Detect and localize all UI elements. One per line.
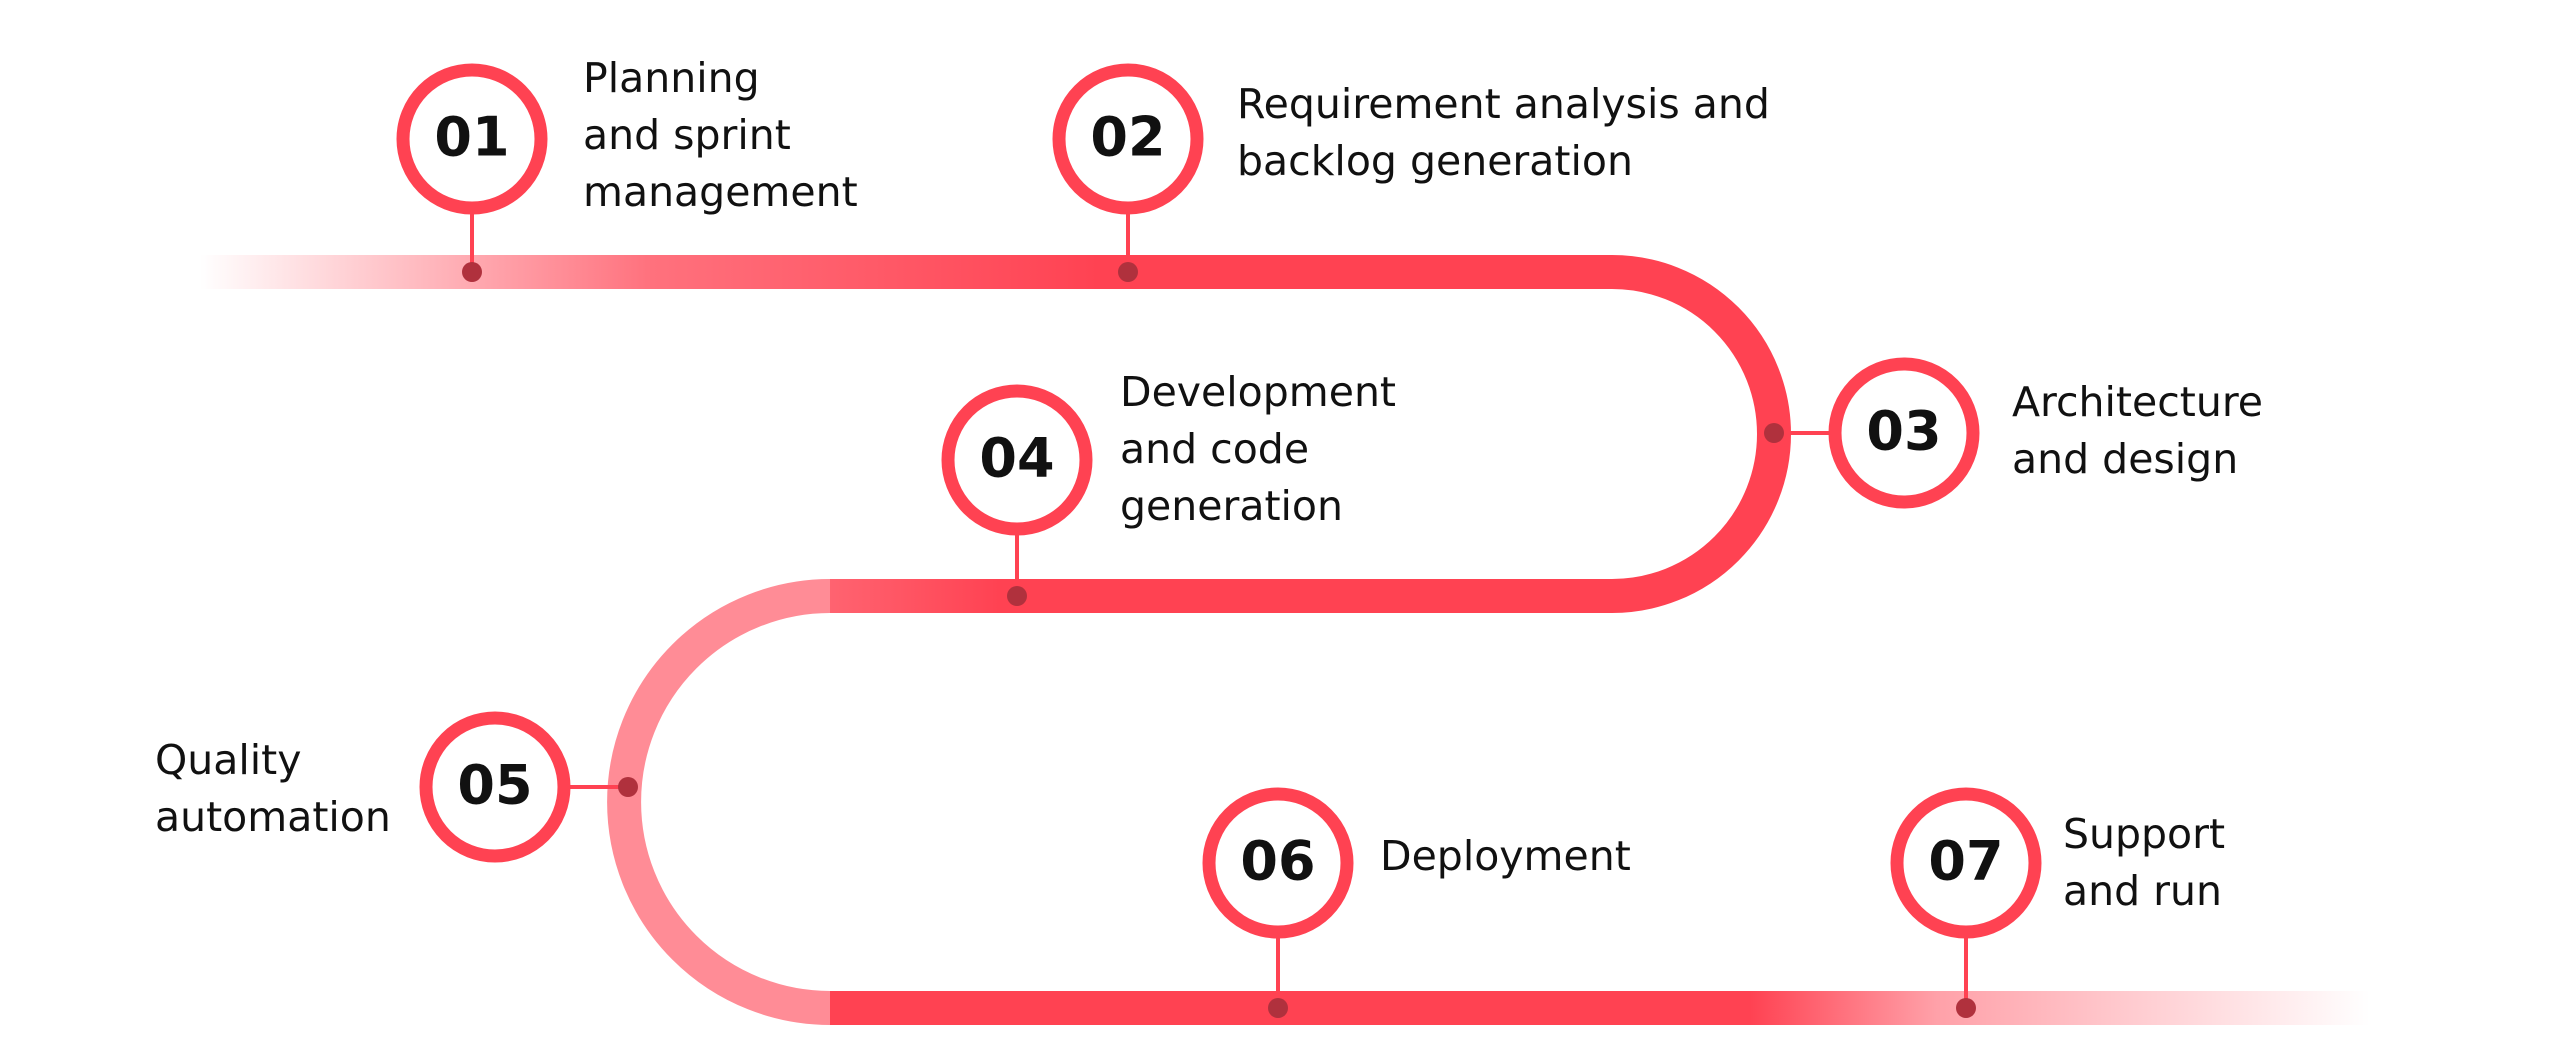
step-number: 02 <box>1090 106 1165 169</box>
step-label-line: Quality <box>155 736 302 784</box>
step-anchor-dot <box>1956 998 1976 1018</box>
step-ring <box>1828 357 1980 509</box>
step-label-01: Planning and sprint management <box>583 50 858 221</box>
step-label-line: automation <box>155 793 391 841</box>
step-label-line: Architecture <box>2012 378 2264 426</box>
step-ring <box>419 711 571 863</box>
step-label-03: Architecture and design <box>2012 374 2263 488</box>
step-label-line: Requirement analysis and <box>1237 80 1770 128</box>
step-number: 05 <box>457 754 532 817</box>
step-anchor-dot <box>1118 262 1138 282</box>
step-label-line: Development <box>1120 368 1397 416</box>
step-number: 07 <box>1928 830 2003 893</box>
step-label-06: Deployment <box>1380 828 1631 885</box>
step-label-line: and code <box>1120 425 1310 473</box>
step-label-line: and run <box>2063 867 2222 915</box>
step-marker-04: 04 <box>941 384 1093 606</box>
step-label-04: Development and code generation <box>1120 364 1396 535</box>
step-marker-03: 03 <box>1764 357 1980 509</box>
step-ring <box>396 63 548 215</box>
step-label-line: Planning <box>583 54 760 102</box>
step-anchor-dot <box>1764 423 1784 443</box>
step-label-line: generation <box>1120 482 1343 530</box>
road-segment-left-curve <box>607 579 831 1025</box>
step-label-line: management <box>583 168 858 216</box>
step-marker-01: 01 <box>396 63 548 282</box>
step-label-line: and sprint <box>583 111 791 159</box>
step-anchor-dot <box>462 262 482 282</box>
step-marker-05: 05 <box>419 711 638 863</box>
step-label-line: Support <box>2063 810 2226 858</box>
step-number: 06 <box>1240 830 1315 893</box>
step-ring <box>1052 63 1204 215</box>
step-anchor-dot <box>1007 586 1027 606</box>
step-number: 04 <box>979 427 1054 490</box>
step-label-line: and design <box>2012 435 2239 483</box>
step-ring <box>941 384 1093 536</box>
step-ring <box>1890 787 2042 939</box>
step-label-05: Quality automation <box>155 732 391 846</box>
step-label-line: Deployment <box>1380 832 1631 880</box>
step-label-07: Support and run <box>2063 806 2225 920</box>
step-ring <box>1202 787 1354 939</box>
step-anchor-dot <box>1268 998 1288 1018</box>
step-number: 03 <box>1866 400 1941 463</box>
step-marker-02: 02 <box>1052 63 1204 282</box>
step-number: 01 <box>434 106 509 169</box>
step-marker-07: 07 <box>1890 787 2042 1018</box>
step-label-line: backlog generation <box>1237 137 1633 185</box>
step-anchor-dot <box>618 777 638 797</box>
step-label-02: Requirement analysis and backlog generat… <box>1237 76 1770 190</box>
step-marker-06: 06 <box>1202 787 1354 1018</box>
